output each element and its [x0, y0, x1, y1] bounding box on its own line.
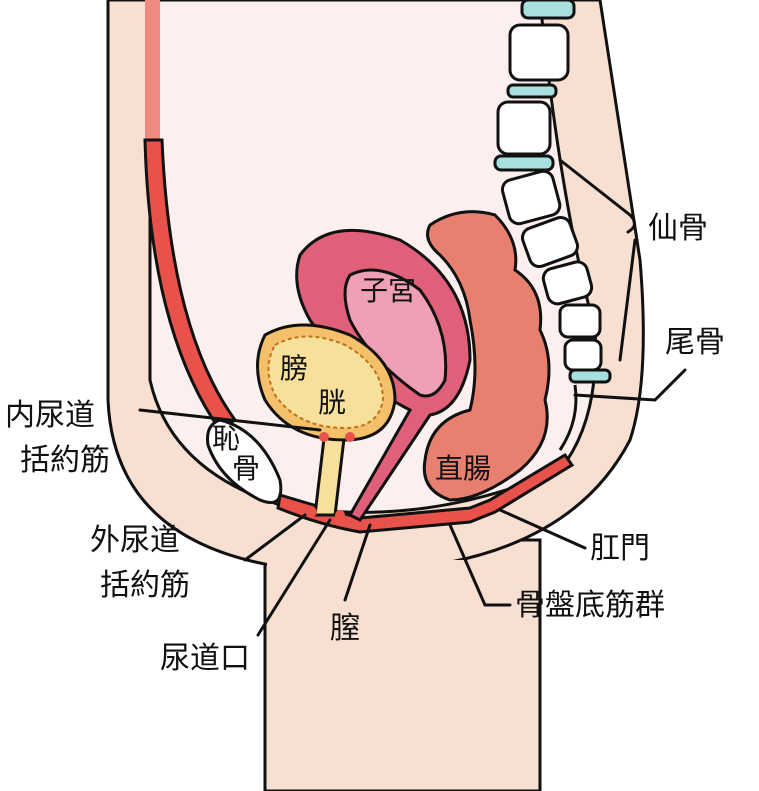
internal-sphincter-label-2: 括約筋	[20, 443, 110, 478]
bladder-label-2: 胱	[318, 386, 346, 419]
pubic-bone-label-1: 恥	[212, 422, 240, 455]
bladder-inner	[267, 335, 385, 430]
anus-label: 肛門	[590, 531, 650, 566]
pubic-bone	[206, 418, 283, 504]
internal-sphincter-label-1: 内尿道	[5, 398, 95, 433]
spine	[493, 0, 612, 451]
internal-sphincter-dot	[345, 432, 355, 442]
rectum	[422, 210, 551, 502]
pelvic-floor-label: 骨盤底筋群	[515, 588, 665, 623]
pubic-bone-label-2: 骨	[232, 452, 260, 485]
external-sphincter-label-1: 外尿道	[90, 523, 180, 558]
leader-line	[256, 518, 332, 637]
vagina-label: 膣	[330, 611, 360, 646]
leader-line	[243, 513, 307, 562]
external-sphincter-dot	[335, 510, 345, 520]
external-sphincter-dot	[307, 507, 317, 517]
urethral-opening-label: 尿道口	[160, 641, 250, 676]
leader-line	[498, 508, 587, 550]
leader-line	[343, 523, 372, 602]
abdominal-muscle-upper	[145, 0, 160, 140]
sacrum-label: 仙骨	[648, 211, 708, 246]
leader-line	[573, 368, 687, 402]
leader-line	[138, 408, 322, 432]
internal-sphincter-dot	[319, 432, 329, 442]
bladder-label-1: 膀	[280, 352, 308, 385]
leader-line	[618, 238, 637, 362]
leader-line	[448, 523, 512, 607]
leg-cover	[267, 560, 538, 600]
rectum-label: 直腸	[435, 452, 491, 485]
external-sphincter-label-2: 括約筋	[100, 568, 190, 603]
uterus-label: 子宮	[360, 274, 416, 307]
leader-line	[558, 158, 636, 234]
uterus-inner	[343, 268, 448, 398]
coccyx-label: 尾骨	[665, 325, 725, 360]
